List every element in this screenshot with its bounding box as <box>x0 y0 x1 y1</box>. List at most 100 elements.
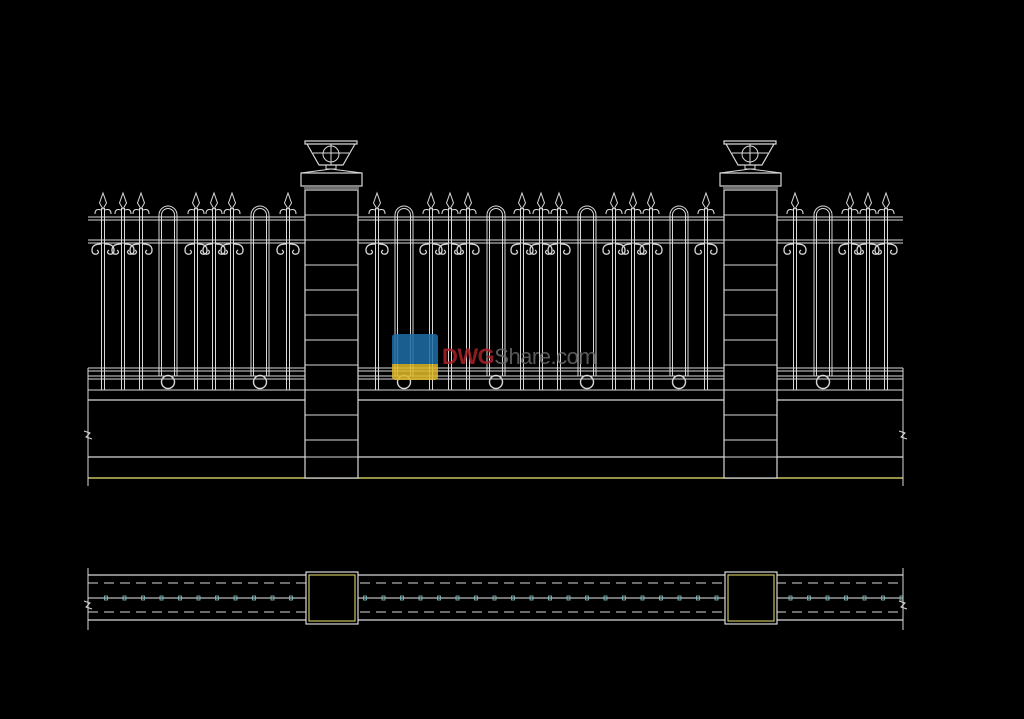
plan-pillar-1 <box>305 571 359 625</box>
plan-picket-mark <box>437 595 441 601</box>
spear-finial-icon <box>701 191 711 210</box>
spear-finial-icon <box>426 191 436 210</box>
fence-picket <box>856 191 880 390</box>
plan-picket-mark <box>566 595 571 601</box>
fence-picket <box>184 191 208 390</box>
pillar-shaft <box>304 189 359 479</box>
fleur-petal-icon <box>441 208 459 215</box>
spear-finial-icon <box>98 191 108 210</box>
plan-picket-mark <box>622 595 626 601</box>
plan-picket-mark <box>696 595 700 601</box>
plan-picket-mark <box>196 595 201 601</box>
fleur-petal-icon <box>368 208 386 215</box>
spear-finial-icon <box>118 191 128 210</box>
ring-ornament-icon <box>160 374 176 390</box>
plan-picket-mark <box>418 595 423 601</box>
spear-finial-icon <box>463 191 473 210</box>
break-mark-icon <box>83 600 93 610</box>
plan-picket-mark <box>511 595 515 601</box>
pillar-cap-top <box>300 168 363 174</box>
spear-finial-icon <box>209 191 219 210</box>
pillar-cap <box>719 172 782 187</box>
break-mark-icon <box>898 600 908 610</box>
pillar-1 <box>300 140 363 479</box>
fence-arch-loop <box>577 205 597 390</box>
lantern-icon <box>723 140 777 170</box>
fence-picket <box>276 191 300 390</box>
plan-picket-mark <box>585 595 589 601</box>
ring-ornament-icon <box>579 374 595 390</box>
fleur-petal-icon <box>859 208 877 215</box>
spear-finial-icon <box>227 191 237 210</box>
dwgshare-logo-icon <box>392 334 438 380</box>
spear-finial-icon <box>881 191 891 210</box>
fence-plan-view <box>83 568 908 630</box>
fence-arch-loop <box>813 205 833 390</box>
spear-finial-icon <box>609 191 619 210</box>
fleur-petal-icon <box>550 208 568 215</box>
plan-picket-mark <box>215 595 219 601</box>
fence-picket <box>220 191 244 390</box>
fence-picket <box>365 191 389 390</box>
fence-arch-loop <box>486 205 506 390</box>
pillar-cap <box>300 172 363 187</box>
fence-arch-loop <box>250 205 270 390</box>
spear-finial-icon <box>445 191 455 210</box>
fleur-petal-icon <box>94 208 112 215</box>
plan-picket-mark <box>807 595 811 601</box>
spear-finial-icon <box>517 191 527 210</box>
plan-picket-mark <box>400 595 404 601</box>
ring-ornament-icon <box>815 374 831 390</box>
plan-picket-mark <box>455 595 460 601</box>
spear-finial-icon <box>283 191 293 210</box>
scroll-ornament-icon <box>91 243 115 255</box>
plan-picket-mark <box>603 595 608 601</box>
spear-finial-icon <box>863 191 873 210</box>
spear-finial-icon <box>845 191 855 210</box>
fleur-petal-icon <box>223 208 241 215</box>
plan-picket-mark <box>529 595 534 601</box>
plan-picket-mark <box>289 595 293 601</box>
spear-finial-icon <box>790 191 800 210</box>
plan-picket-mark <box>474 595 478 601</box>
spear-finial-icon <box>136 191 146 210</box>
fleur-petal-icon <box>642 208 660 215</box>
fleur-petal-icon <box>624 208 642 215</box>
fleur-petal-icon <box>279 208 297 215</box>
plan-picket-mark <box>104 595 108 601</box>
fence-picket <box>783 191 807 390</box>
fleur-petal-icon <box>786 208 804 215</box>
fleur-petal-icon <box>459 208 477 215</box>
spear-finial-icon <box>646 191 656 210</box>
plan-pillar-2 <box>724 571 778 625</box>
spear-finial-icon <box>554 191 564 210</box>
spear-finial-icon <box>191 191 201 210</box>
plan-picket-mark <box>252 595 256 601</box>
fence-picket <box>639 191 663 390</box>
plan-picket-mark <box>178 595 182 601</box>
plan-picket-mark <box>233 595 238 601</box>
plan-picket-mark <box>844 595 848 601</box>
scroll-ornament-icon <box>783 243 807 255</box>
fence-picket <box>510 191 534 390</box>
fence-arch-loop <box>669 205 689 390</box>
plan-picket-mark <box>270 595 275 601</box>
plan-picket-mark <box>659 595 663 601</box>
lantern-icon <box>304 140 358 170</box>
fence-picket <box>547 191 571 390</box>
ring-ornament-icon <box>671 374 687 390</box>
plan-picket-mark <box>788 595 793 601</box>
fence-picket <box>456 191 480 390</box>
fleur-petal-icon <box>205 208 223 215</box>
pillar-2 <box>719 140 782 479</box>
scroll-ornament-icon <box>276 243 300 255</box>
plan-picket-mark <box>881 595 885 601</box>
plan-pillar-inner <box>308 574 356 622</box>
fleur-petal-icon <box>605 208 623 215</box>
ring-ornament-icon <box>488 374 504 390</box>
scroll-ornament-icon <box>129 243 153 255</box>
break-mark-icon <box>898 430 908 440</box>
plan-pillar-inner <box>727 574 775 622</box>
plan-picket-mark <box>862 595 867 601</box>
